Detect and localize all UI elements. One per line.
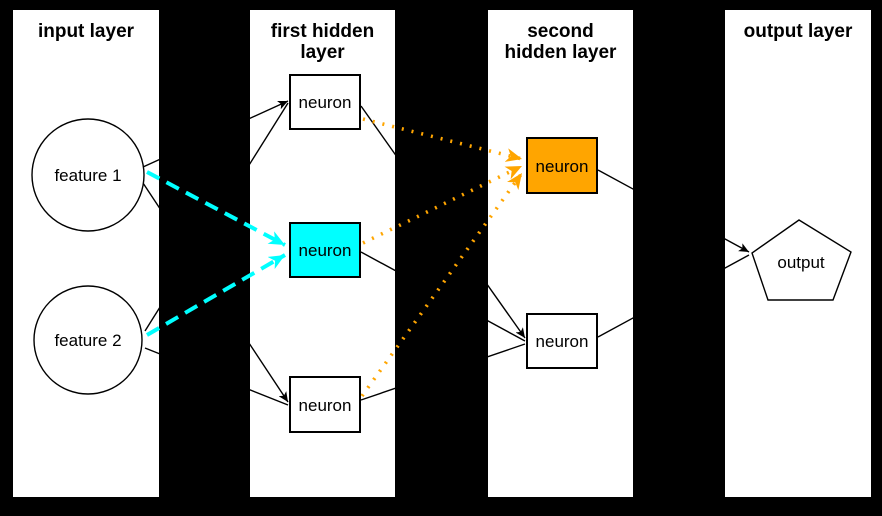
title-first-hidden-line2: layer xyxy=(300,42,345,63)
node-feature1-label: feature 1 xyxy=(54,166,121,185)
node-h2-top xyxy=(526,137,598,194)
panel-second-hidden-layer xyxy=(488,10,633,497)
node-output xyxy=(751,219,852,301)
edge-feature1-to-h1bottom xyxy=(142,182,289,403)
edge-h1bottom-to-h2bottom xyxy=(360,343,526,401)
edge-h2bottom-to-output xyxy=(597,254,750,338)
edge-h1mid-to-h2bottom xyxy=(360,251,526,342)
node-h1-bottom-label: neuron xyxy=(299,396,352,415)
edge-h1top-to-h2top xyxy=(362,117,523,162)
node-h1-mid xyxy=(289,222,361,278)
node-feature2 xyxy=(33,285,143,395)
edge-h2top-to-output xyxy=(597,169,750,253)
edge-feature2-to-h1mid xyxy=(145,253,287,337)
title-second-hidden-line2: hidden layer xyxy=(505,42,618,63)
node-output-label: output xyxy=(777,253,825,272)
edge-feature1-to-h1mid xyxy=(146,170,286,247)
title-input-layer: input layer xyxy=(38,21,135,42)
node-h2-bottom xyxy=(526,313,598,369)
node-h1-bottom xyxy=(289,376,361,433)
edge-feature1-to-h1top xyxy=(142,100,289,168)
edge-feature2-to-h1top xyxy=(144,102,289,332)
node-h1-mid-label: neuron xyxy=(299,241,352,260)
title-first-hidden-line1: first hidden xyxy=(271,21,374,42)
node-h1-top xyxy=(289,74,361,130)
node-h2-bottom-label: neuron xyxy=(536,332,589,351)
node-feature2-label: feature 2 xyxy=(54,331,121,350)
edge-h1top-to-h2bottom xyxy=(360,105,526,339)
panel-input-layer xyxy=(13,10,159,497)
title-output-layer: output layer xyxy=(744,21,853,42)
node-h1-top-label: neuron xyxy=(299,93,352,112)
node-h2-top-label: neuron xyxy=(536,157,589,176)
node-feature1 xyxy=(31,118,145,232)
title-second-hidden-line1: second xyxy=(527,21,594,42)
edge-feature2-to-h1bottom xyxy=(144,347,289,406)
